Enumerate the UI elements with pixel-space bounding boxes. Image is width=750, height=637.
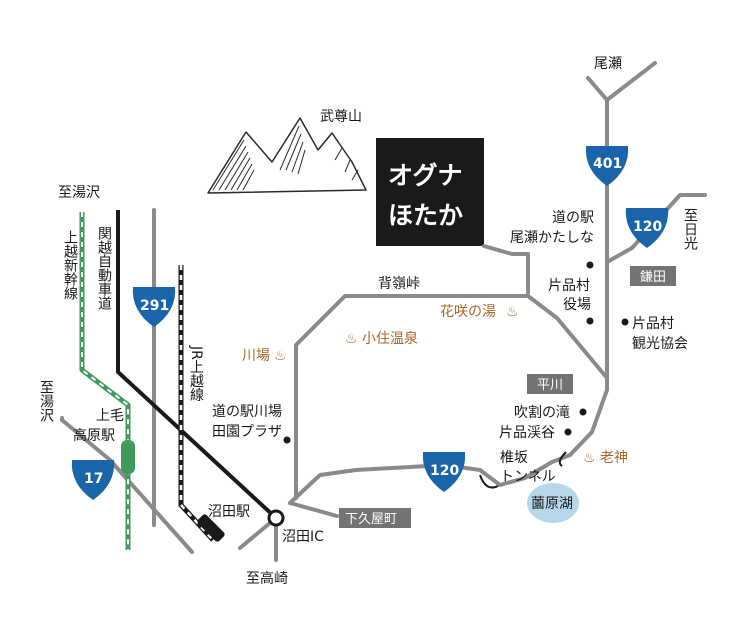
joetsu-shinkansen-line (79, 212, 135, 550)
mountain-label: 武尊山 (320, 108, 362, 125)
michinoeki-kawaba-label-2: 田園プラザ (212, 424, 282, 440)
kanetsu-expressway-line (116, 210, 278, 520)
katashina-office-label-2: 役場 (563, 297, 591, 313)
mountain-range (207, 117, 367, 194)
svg-text:120: 120 (633, 219, 662, 235)
route-120-south-shield-icon: 120 (422, 452, 466, 492)
katashina-tourism-dot (621, 318, 629, 326)
road-oze-right (605, 61, 657, 102)
kawaba-onsen-label: 川場 (242, 348, 270, 364)
kosumi-onsen-label: 小住温泉 (362, 330, 418, 347)
to-nikko-label: 至日光 (682, 208, 698, 251)
route-401-shield-icon: 401 (585, 146, 629, 186)
katashina-tourism-label-1: 片品村 (632, 316, 674, 332)
michinoeki-oze-label-1: 道の駅 (552, 210, 594, 226)
katashina-valley-dot (564, 428, 572, 436)
title-box (376, 138, 484, 246)
svg-text:291: 291 (140, 298, 169, 314)
to-yuzawa-left-label: 至湯沢 (38, 380, 54, 422)
joetsu-shinkansen-label: 上越新幹線 (62, 230, 78, 300)
route-291-shield-icon: 291 (132, 287, 176, 327)
sonohara-lake-label: 薗原湖 (531, 496, 573, 512)
katashina-tourism-label-2: 観光協会 (632, 335, 688, 352)
hanasaku-onsen-icon: ♨ (506, 304, 519, 320)
katashina-office-dot (586, 317, 594, 325)
road-shimokuya (288, 501, 339, 518)
jr-joetsu-line (178, 265, 225, 542)
kosumi-onsen-icon: ♨ (345, 331, 358, 347)
to-yuzawa-top-label: 至湯沢 (58, 184, 100, 201)
oze-label: 尾瀬 (594, 56, 622, 72)
road-network (60, 61, 707, 562)
road-semine-loop (294, 294, 609, 500)
oigami-onsen-icon: ♨ (583, 450, 596, 466)
hanasaku-onsen-label: 花咲の湯 (440, 303, 496, 320)
shimokuya-badge: 下久屋町 (339, 508, 411, 528)
shiizaka-label-2: トンネル (500, 469, 556, 485)
shiizaka-label-1: 椎坂 (500, 450, 528, 466)
shinkansen-train-icon (121, 440, 135, 474)
katashina-office-label-1: 片品村 (548, 278, 590, 294)
tunnel-icon-1 (479, 474, 499, 489)
kamimoku-label-1: 上毛 (96, 408, 124, 424)
road-title-spur (482, 244, 530, 295)
jr-joetsu-label: JR上越線 (188, 345, 204, 402)
train-icon (197, 514, 225, 542)
title-line-2: ほたか (388, 201, 463, 230)
numata-station-label: 沼田駅 (208, 504, 250, 520)
road-route-401 (568, 98, 609, 457)
svg-text:17: 17 (84, 471, 103, 487)
michinoeki-oze-dot (586, 261, 594, 269)
svg-text:120: 120 (430, 463, 459, 479)
numata-station-marker (267, 509, 285, 527)
numata-ic-label: 沼田IC (282, 529, 324, 545)
route-17-shield-icon: 17 (71, 460, 115, 500)
road-oze-left (586, 76, 609, 102)
hirakawa-badge: 平川 (527, 374, 573, 394)
semine-pass-label: 背嶺峠 (378, 276, 420, 292)
kamimoku-label-2: 高原駅 (73, 427, 115, 444)
fukiware-dot (579, 408, 587, 416)
katashina-valley-label: 片品渓谷 (499, 425, 555, 441)
michinoeki-oze-label-2: 尾瀬かたしな (510, 230, 594, 246)
tunnel-icon-2 (558, 451, 567, 467)
svg-text:鎌田: 鎌田 (640, 270, 666, 285)
route-120-north-shield-icon: 120 (625, 208, 669, 248)
to-takasaki-label: 至高崎 (246, 570, 288, 587)
kawaba-onsen-icon: ♨ (274, 348, 287, 364)
svg-text:401: 401 (593, 156, 622, 172)
michinoeki-kawaba-dot (283, 436, 291, 444)
oigami-onsen-label: 老神 (600, 450, 628, 466)
title-line-1: オグナ (388, 161, 463, 190)
fukiware-label: 吹割の滝 (514, 404, 570, 421)
sonohara-lake (527, 483, 579, 523)
kamata-badge: 鎌田 (630, 266, 676, 286)
svg-text:下久屋町: 下久屋町 (345, 512, 397, 527)
svg-text:平川: 平川 (537, 378, 563, 393)
road-route-17 (60, 416, 194, 554)
kanetsu-expressway-label: 関越自動車道 (96, 226, 112, 311)
michinoeki-kawaba-label-1: 道の駅川場 (212, 404, 282, 420)
